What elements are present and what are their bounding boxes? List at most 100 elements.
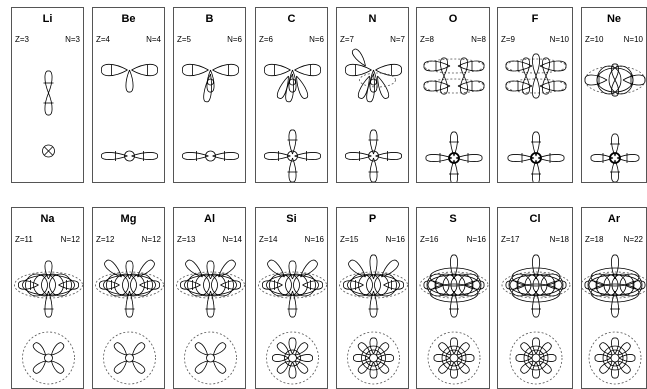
nucleus-structure-diagram <box>256 208 328 389</box>
orbital-lobe <box>295 64 321 75</box>
orbital-lobe <box>440 58 447 76</box>
nucleus-structure-diagram <box>256 8 328 183</box>
orbital-lobe <box>132 361 145 374</box>
nucleon-circle <box>267 332 319 384</box>
nucleon-circle <box>207 354 215 362</box>
orbital-lobe <box>213 361 226 374</box>
orbital-lobe <box>272 354 288 361</box>
element-panel-li: LiZ=3N=3 <box>11 7 84 183</box>
orbital-lobe <box>59 281 79 290</box>
orbital-lobe <box>33 343 46 356</box>
nucleon-circle <box>428 332 480 384</box>
nucleus-structure-diagram <box>337 8 409 183</box>
nucleon-circle <box>125 151 135 161</box>
orbital-lobe <box>195 361 208 374</box>
nucleon-circle <box>366 350 382 366</box>
nucleon-circle <box>449 153 459 163</box>
nucleus-structure <box>581 255 647 384</box>
nucleus-structure-diagram <box>582 208 647 389</box>
element-panel-p: PZ=15N=16 <box>336 207 409 389</box>
orbital-lobe <box>542 76 549 94</box>
nucleus-structure <box>345 49 401 182</box>
orbital-lobe <box>195 343 208 356</box>
nucleus-structure <box>420 255 488 384</box>
nucleus-structure <box>182 64 238 161</box>
orbital-lobe <box>99 281 119 290</box>
element-panel-mg: MgZ=12N=12 <box>92 207 165 389</box>
nucleon-circle <box>446 350 462 366</box>
orbital-lobe <box>370 130 377 154</box>
orbital-lobe <box>358 361 371 374</box>
nucleon-circle <box>531 153 541 163</box>
nucleus-structure <box>424 58 484 183</box>
nucleus-structure <box>264 64 320 182</box>
orbital-lobe <box>600 361 613 374</box>
orbital-lobe <box>295 343 308 356</box>
nucleus-structure-diagram <box>174 8 246 183</box>
nucleus-structure <box>259 260 327 384</box>
nucleon-circle <box>611 354 619 362</box>
orbital-lobe <box>522 58 529 76</box>
orbital-lobe <box>101 152 127 159</box>
orbital-lobe <box>439 343 452 356</box>
element-panel-ar: ArZ=18N=22 <box>581 207 647 389</box>
orbital-lobe <box>277 76 288 99</box>
nucleus-structure-diagram <box>337 208 409 389</box>
nucleon-ellipse <box>177 272 245 298</box>
nucleon-circle <box>532 354 540 362</box>
nucleus-structure <box>585 64 645 182</box>
nucleus-structure-diagram <box>498 208 573 389</box>
orbital-lobe <box>538 154 564 161</box>
orbital-lobe <box>600 343 613 356</box>
orbital-lobe <box>456 154 482 161</box>
orbital-lobe <box>51 361 64 374</box>
nucleon-circle <box>285 350 301 366</box>
element-panel-ne: NeZ=10N=10 <box>581 7 647 183</box>
orbital-lobe <box>213 343 226 356</box>
orbital-lobe <box>213 64 239 75</box>
orbital-lobe <box>345 152 371 159</box>
nucleus-structure-diagram <box>93 8 165 183</box>
orbital-lobe <box>289 158 296 182</box>
element-panel-o: OZ=8N=8 <box>416 7 490 183</box>
orbital-lobe <box>180 281 200 290</box>
orbital-lobe <box>508 154 534 161</box>
element-panel-si: SiZ=14N=16 <box>255 207 328 389</box>
orbital-lobe <box>542 58 549 76</box>
orbital-lobe <box>460 76 467 94</box>
orbital-lobe <box>378 76 389 99</box>
orbital-lobe <box>376 64 402 75</box>
nucleon-circle <box>610 153 620 163</box>
nucleon-circle <box>528 350 544 366</box>
orbital-lobe <box>264 152 290 159</box>
nucleon-circle <box>348 332 400 384</box>
orbital-lobe <box>289 362 296 378</box>
orbital-lobe <box>277 343 290 356</box>
orbital-lobe <box>539 343 552 356</box>
orbital-lobe <box>352 49 365 66</box>
orbital-lobe <box>345 64 371 75</box>
orbital-lobe <box>132 152 158 159</box>
orbital-lobe <box>460 58 467 76</box>
nucleon-circle <box>206 151 216 161</box>
nucleus-structure <box>506 54 566 183</box>
nucleon-circle <box>589 332 641 384</box>
orbital-lobe <box>295 152 321 159</box>
nucleon-circle <box>369 151 379 161</box>
orbital-lobe <box>45 93 52 115</box>
orbital-lobe <box>182 152 208 159</box>
element-panel-be: BeZ=4N=4 <box>92 7 165 183</box>
orbital-lobe <box>376 343 389 356</box>
orbital-lobe <box>289 130 296 154</box>
orbital-lobe <box>51 343 64 356</box>
nucleon-circle <box>185 332 237 384</box>
orbital-lobe <box>213 152 239 159</box>
orbital-lobe <box>182 64 208 75</box>
orbital-lobe <box>221 281 241 290</box>
nucleon-ellipse <box>340 272 408 298</box>
nucleon-circle <box>23 332 75 384</box>
nucleon-circle <box>510 332 562 384</box>
